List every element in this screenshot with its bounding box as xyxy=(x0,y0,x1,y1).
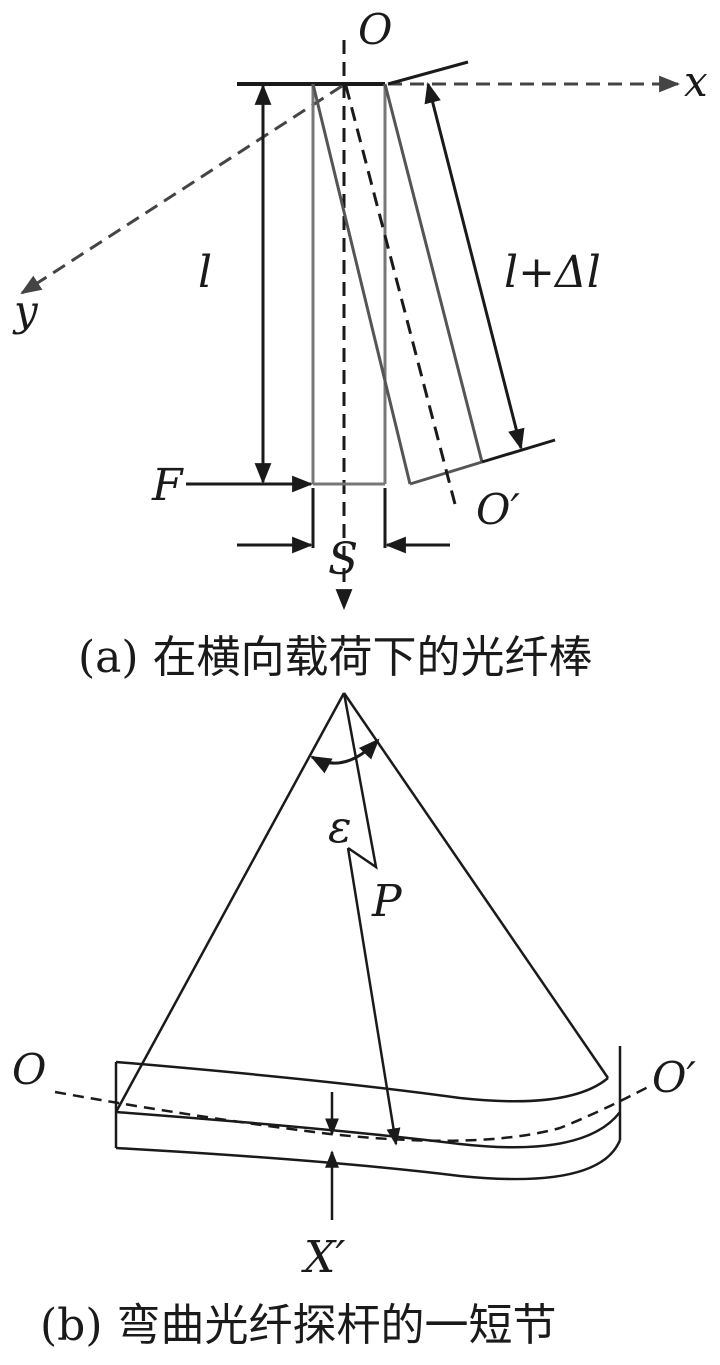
label-O: O xyxy=(358,5,392,54)
label-l: l xyxy=(198,247,212,298)
angle-arc xyxy=(310,738,380,774)
label-S: S xyxy=(328,534,358,585)
panel-b: ε P O O′ X′ (b) 弯曲光纤探杆的一短节 xyxy=(12,692,696,1351)
deflected-rod-left-edge xyxy=(311,83,412,485)
fiber-middle-edge xyxy=(115,1110,621,1149)
fiber-bottom-edge xyxy=(115,1139,622,1181)
label-epsilon: ε xyxy=(328,802,352,853)
y-axis xyxy=(20,84,343,295)
caption-a: (a) 在横向载荷下的光纤棒 xyxy=(78,632,593,683)
label-O-prime-b: O′ xyxy=(652,1053,696,1102)
fiber-top-edge xyxy=(115,1060,609,1103)
panel-a: O x y l l+Δl F S O′ (a) 在横向载荷下的光纤棒 xyxy=(12,5,708,683)
radius-zigzag xyxy=(342,692,378,870)
l-delta-top-tick xyxy=(387,60,469,86)
radius-arrow xyxy=(346,847,401,1146)
label-P: P xyxy=(371,876,403,927)
cone-right-side xyxy=(342,692,610,1079)
deflected-rod-right-edge xyxy=(383,83,484,463)
label-l-delta: l+Δl xyxy=(504,247,601,298)
label-O-left: O xyxy=(12,1045,46,1094)
label-O-prime-a: O′ xyxy=(476,485,520,534)
label-x: x xyxy=(684,57,708,106)
l-delta-dimension-arrow xyxy=(424,81,525,451)
cone-left-side xyxy=(114,692,346,1113)
caption-b: (b) 弯曲光纤探杆的一短节 xyxy=(40,1300,556,1351)
label-X-prime: X′ xyxy=(301,1232,345,1283)
l-delta-bottom-tick xyxy=(481,438,556,464)
label-F: F xyxy=(151,460,184,511)
label-y: y xyxy=(12,286,39,335)
